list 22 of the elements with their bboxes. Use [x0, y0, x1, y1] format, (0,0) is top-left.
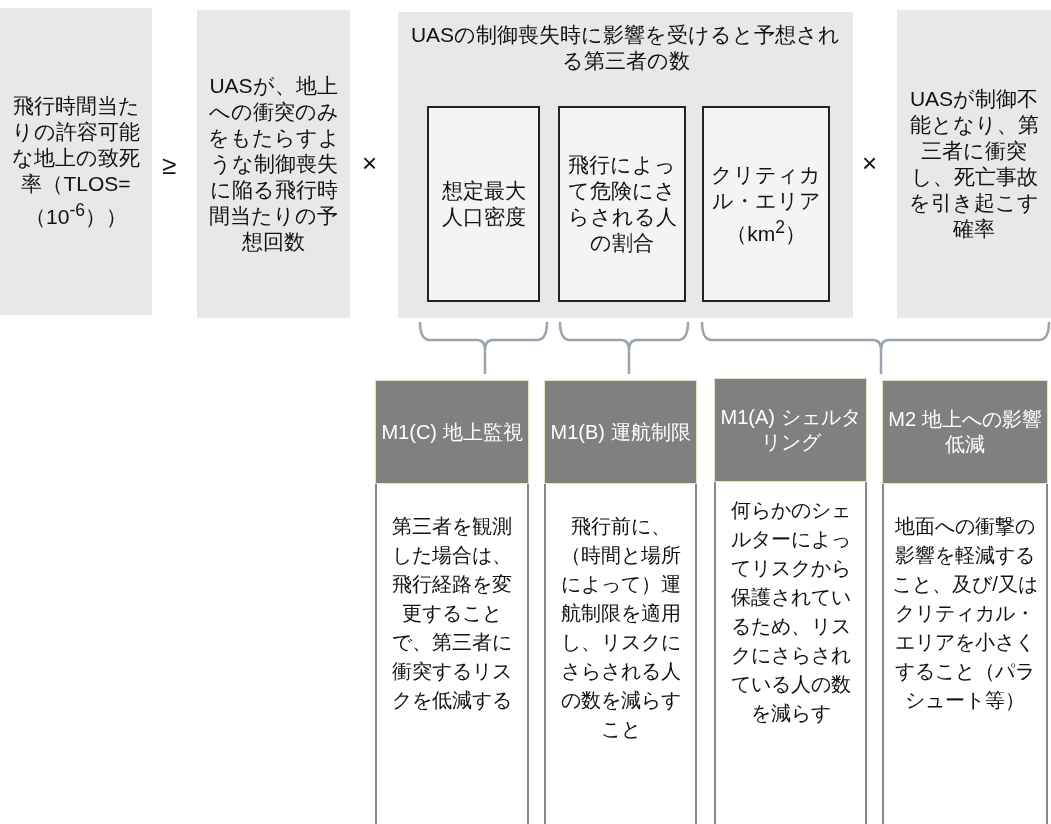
term-text: UASが制御不能となり、第三者に衝突し、死亡事故を引き起こす確率 [908, 86, 1040, 242]
operator-sign: × [362, 148, 378, 179]
measure-title: M1(A) シェルタリング [719, 405, 862, 455]
factor-box [702, 106, 830, 302]
operator-sign: × [862, 148, 878, 179]
measure-description: 第三者を観測した場合は、飛行経路を変更することで、第三者に衝突するリスクを低減する [391, 514, 513, 713]
factor-text: 想定最大人口密度 [440, 178, 527, 230]
measure-description: 何らかのシェルターによってリスクから保護されているため、リスクにさらされている人の数を減らす [729, 498, 852, 726]
operator-sign: ≥ [162, 150, 177, 181]
measure-title: M1(C) 地上監視 [381, 419, 523, 445]
measure-description: 飛行前に、（時間と場所によって）運航制限を適用し、リスクにさらされる人の数を減らすこと [559, 514, 682, 742]
factor-text: 飛行によって危険にさらされる人の割合 [566, 152, 678, 256]
factor-box [427, 106, 540, 302]
term-text: UASが、地上への衝突のみをもたらすような制御喪失に陥る飛行時間当たりの予想回数 [206, 73, 341, 255]
measure-description: 地面への衝撃の影響を軽減すること、及び/又はクリティカル・エリアを小さくすること（パラシュート等） [891, 514, 1039, 713]
factor-box [558, 106, 686, 302]
factor-text: クリティカル・エリア（km$^{2}$） [710, 161, 822, 247]
group-box [398, 12, 853, 318]
group-heading: UASの制御喪失時に影響を受けると予想される第三者の数 [409, 22, 842, 74]
measure-title: M1(B) 運航制限 [550, 419, 691, 445]
term-text: 飛行時間当たりの許容可能な地上の致死率（TLOS=（10$^{-6}$）） [11, 93, 141, 230]
measure-title: M2 地上への影響低減 [887, 407, 1043, 457]
